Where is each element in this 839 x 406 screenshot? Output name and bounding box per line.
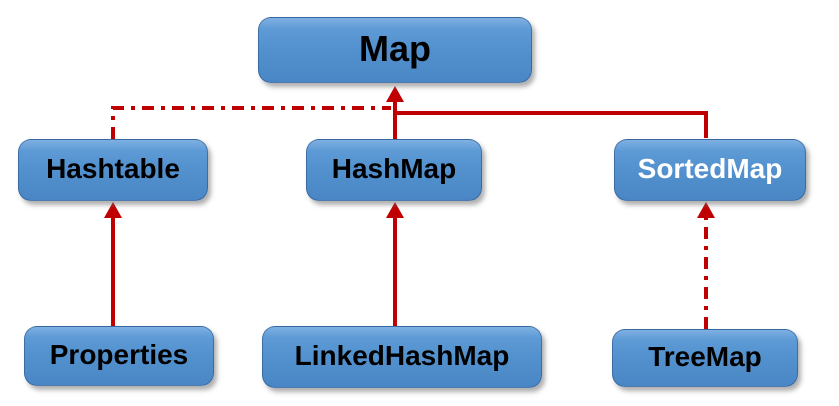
node-sortedmap-label: SortedMap: [637, 153, 783, 184]
node-treemap-label: TreeMap: [648, 341, 762, 372]
node-hashtable-label: Hashtable: [46, 153, 180, 184]
node-hashtable: Hashtable: [18, 139, 208, 201]
node-properties: Properties: [24, 326, 214, 386]
node-map-label: Map: [359, 28, 431, 69]
node-properties-label: Properties: [49, 339, 189, 370]
node-linkedhashmap-label: LinkedHashMap: [294, 340, 510, 371]
node-linkedhashmap: LinkedHashMap: [262, 326, 542, 388]
edge-properties-arrowhead: [104, 202, 122, 218]
edge-hashtable-to-map-dashdot: [111, 106, 391, 139]
node-sortedmap: SortedMap: [614, 139, 806, 201]
edge-sortedmap-to-map-solid: [397, 111, 708, 138]
node-map: Map: [258, 17, 532, 83]
node-hashmap-label: HashMap: [331, 153, 457, 184]
node-hashmap: HashMap: [306, 139, 482, 201]
edge-linkedhashmap-arrowhead: [386, 202, 404, 218]
node-treemap: TreeMap: [612, 329, 798, 387]
edge-hashmap-arrowhead: [386, 86, 404, 102]
edge-treemap-arrowhead: [697, 202, 715, 218]
